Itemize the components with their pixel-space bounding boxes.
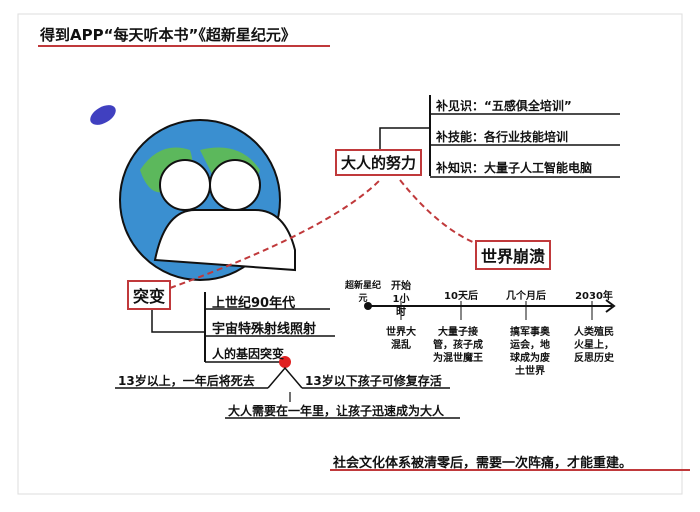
split-result: 大人需要在一年里，让孩子迅速成为大人 bbox=[228, 404, 445, 418]
timeline-desc: 搞军事奥运会，地球成为废土世界 bbox=[510, 327, 550, 377]
footer-conclusion: 社会文化体系被清零后，需要一次阵痛，才能重建。 bbox=[333, 456, 633, 471]
split-right: 13岁以下孩子可修复存活 bbox=[305, 374, 442, 388]
mutation-item: 上世纪90年代 bbox=[212, 296, 296, 311]
timeline-label: 几个月后 bbox=[506, 291, 546, 302]
timeline-desc: 世界大混乱 bbox=[386, 327, 416, 351]
timeline-label: 10天后 bbox=[444, 291, 478, 302]
globe-illustration bbox=[90, 105, 296, 281]
person-icon bbox=[159, 159, 211, 211]
mutation-node: 突变 bbox=[127, 280, 172, 310]
split-left: 13岁以上，一年后将死去 bbox=[118, 374, 255, 388]
timeline-label: 2030年 bbox=[575, 291, 613, 302]
timeline-label: 开始1小时 bbox=[391, 281, 411, 318]
collapse-node: 世界崩溃 bbox=[475, 240, 552, 270]
effort-node: 大人的努力 bbox=[335, 149, 423, 176]
mutation-item: 人的基因突变 bbox=[212, 347, 285, 361]
timeline-start: 超新星纪元 bbox=[345, 281, 382, 304]
effort-item: 补知识：大量子人工智能电脑 bbox=[436, 161, 593, 175]
effort-item: 补技能：各行业技能培训 bbox=[436, 130, 569, 144]
timeline-desc: 人类殖民火星上，反思历史 bbox=[574, 327, 614, 364]
supernova-icon bbox=[90, 105, 116, 125]
header-title: 得到APP“每天听本书”《超新星纪元》 bbox=[40, 26, 296, 44]
timeline-desc: 大量子接管，孩子成为混世魔王 bbox=[433, 327, 483, 364]
effort-item: 补见识：“五感俱全培训” bbox=[436, 99, 572, 113]
person-icon bbox=[209, 159, 261, 211]
page-frame bbox=[17, 13, 683, 495]
mutation-item: 宇宙特殊射线照射 bbox=[212, 322, 317, 337]
mutation-dot bbox=[279, 356, 291, 368]
